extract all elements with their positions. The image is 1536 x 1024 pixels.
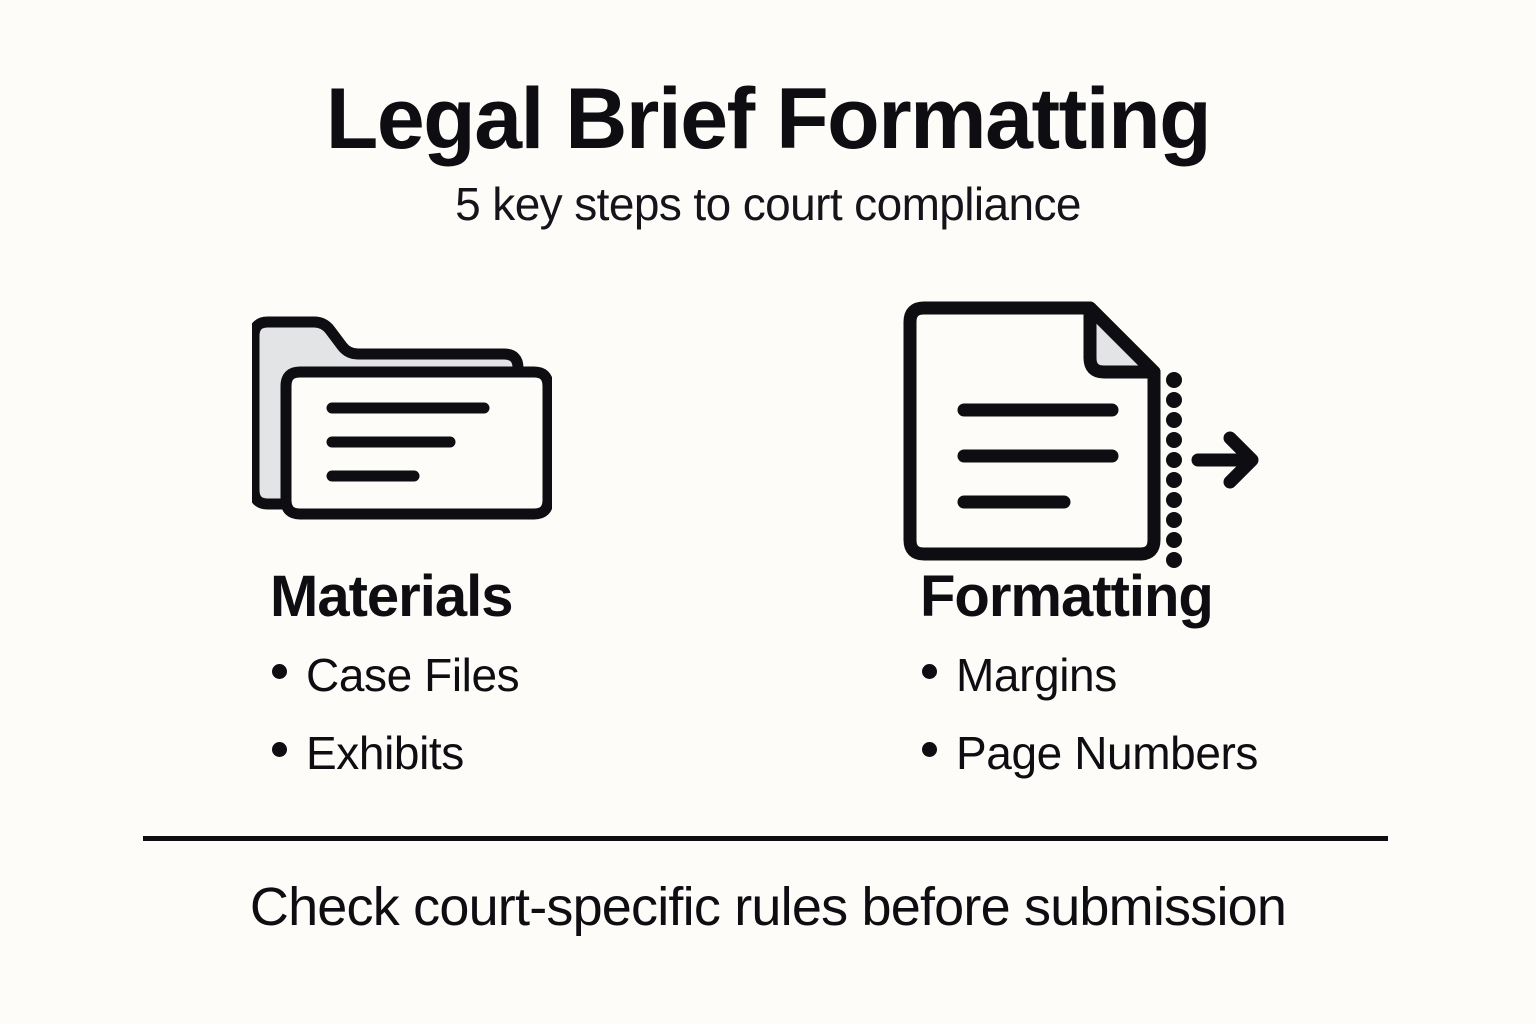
page-fold-corner-icon (1083, 301, 1161, 379)
column-heading-formatting: Formatting (920, 564, 1214, 629)
document-icon (903, 301, 1259, 568)
bullet-label: Page Numbers (956, 727, 1259, 779)
list-item: Margins (922, 652, 1362, 698)
arrow-right-icon (1191, 431, 1259, 489)
bullet-dot-icon (922, 664, 937, 679)
footer: Check court-specific rules before submis… (0, 876, 1536, 938)
bullet-label: Exhibits (306, 727, 464, 779)
folder-icon-wrap (252, 300, 612, 560)
column-materials: Materials Case Files Exhibits (252, 300, 612, 808)
bullet-label: Case Files (306, 649, 520, 701)
list-item: Exhibits (272, 730, 612, 776)
list-item: Page Numbers (922, 730, 1362, 776)
list-item: Case Files (272, 652, 612, 698)
page-title: Legal Brief Formatting (325, 71, 1212, 167)
dotted-guide-line-icon (1166, 372, 1182, 568)
footer-note: Check court-specific rules before submis… (249, 877, 1287, 937)
bullet-list-materials: Case Files Exhibits (272, 652, 612, 776)
bullet-label: Margins (956, 649, 1117, 701)
bullet-dot-icon (272, 664, 287, 679)
folder-icon (252, 316, 552, 520)
document-icon-wrap (902, 300, 1362, 568)
columns-container: Materials Case Files Exhibits (0, 300, 1536, 808)
horizontal-divider (143, 836, 1388, 841)
column-formatting: Formatting Margins Page Numbers (902, 300, 1362, 808)
page-subtitle: 5 key steps to court compliance (455, 177, 1081, 230)
column-heading-materials: Materials (270, 564, 513, 629)
bullet-dot-icon (922, 742, 937, 757)
bullet-list-formatting: Margins Page Numbers (922, 652, 1362, 776)
bullet-dot-icon (272, 742, 287, 757)
header: Legal Brief Formatting 5 key steps to co… (0, 71, 1536, 230)
